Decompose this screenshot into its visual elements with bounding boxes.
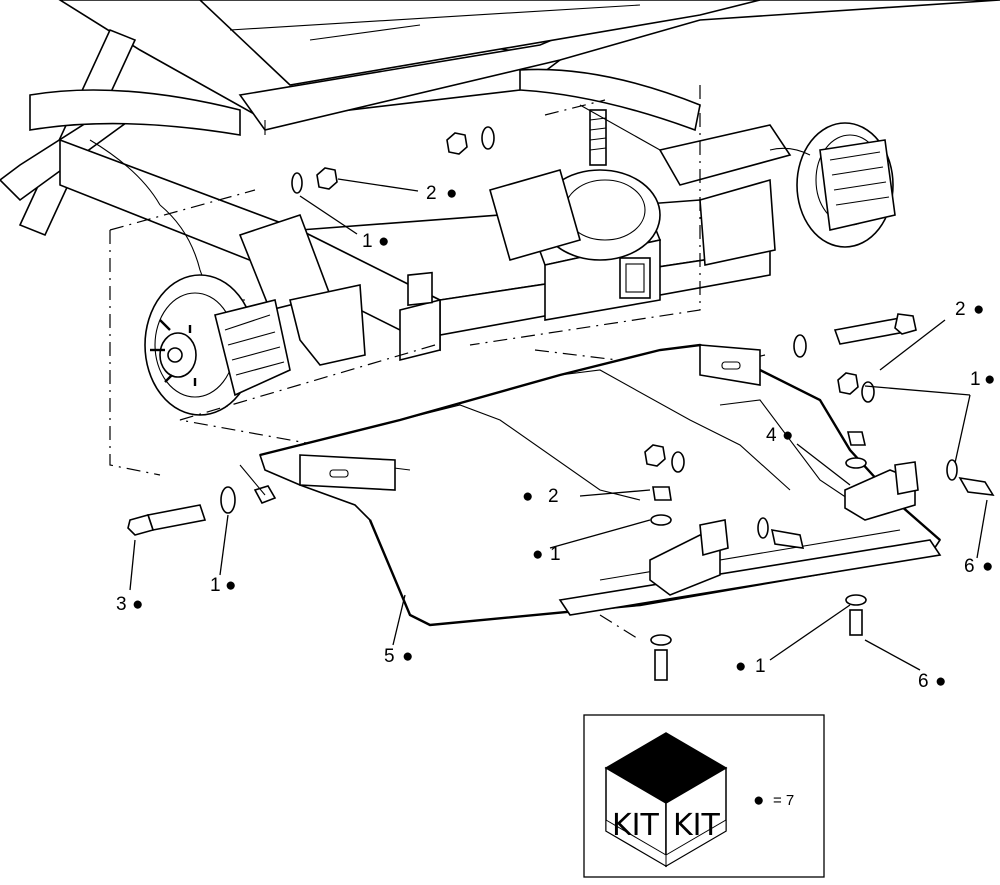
svg-text:5: 5 (384, 646, 395, 667)
callout-1-bottom: ● 1 (735, 656, 766, 677)
svg-text:2: 2 (548, 486, 559, 507)
svg-text:4: 4 (766, 425, 777, 446)
kit-legend-marker: ● (753, 790, 764, 811)
skid-plate (258, 343, 942, 627)
svg-text:1: 1 (210, 575, 221, 596)
svg-text:3: 3 (116, 594, 127, 615)
svg-text:●: ● (935, 671, 946, 692)
svg-text:●: ● (982, 556, 993, 577)
kit-legend-quantity: = 7 (773, 792, 794, 809)
left-brake-hub (144, 274, 366, 416)
svg-text:1: 1 (550, 544, 561, 565)
svg-text:●: ● (973, 299, 984, 320)
svg-text:●: ● (378, 231, 389, 252)
callout-2-center: ● 2 (522, 486, 559, 507)
kit-box-label-left: KIT (612, 808, 660, 843)
svg-text:●: ● (782, 425, 793, 446)
callout-1-upper: 1 ● (362, 231, 389, 252)
svg-text:1: 1 (970, 369, 981, 390)
callouts: 2 ● 1 ● 2 ● 1 ● 4 ● ● 2 ● 1 6 ● (116, 183, 995, 692)
chassis-nut-washer-upper (291, 126, 495, 235)
callout-1-left: 1 ● (210, 575, 236, 596)
mounting-bracket-right (844, 461, 919, 521)
hardware-fasteners (127, 313, 995, 681)
svg-text:6: 6 (964, 556, 975, 577)
svg-text:●: ● (132, 594, 143, 615)
callout-2-upper: 2 ● (426, 183, 457, 204)
svg-text:2: 2 (955, 299, 966, 320)
kit-legend: KIT KIT ● = 7 (583, 714, 825, 878)
svg-text:●: ● (532, 544, 543, 565)
callout-1-center: ● 1 (532, 544, 561, 565)
callout-3: 3 ● (116, 594, 143, 615)
svg-text:1: 1 (362, 231, 373, 252)
mounting-bracket-left (649, 519, 729, 596)
svg-text:●: ● (225, 575, 236, 596)
kit-box-label-right: KIT (673, 808, 721, 843)
callout-4: 4 ● (766, 425, 793, 446)
svg-text:●: ● (402, 646, 413, 667)
leader-lines (129, 319, 988, 671)
svg-text:●: ● (446, 183, 457, 204)
svg-text:●: ● (984, 369, 995, 390)
callout-6-bottom: 6 ● (918, 671, 946, 692)
right-brake-hub (769, 122, 896, 248)
kit-box-icon: KIT KIT (604, 732, 728, 868)
svg-text:●: ● (735, 656, 746, 677)
callout-1-right: 1 ● (970, 369, 995, 390)
svg-text:6: 6 (918, 671, 929, 692)
callout-5: 5 ● (384, 646, 413, 667)
svg-text:1: 1 (755, 656, 766, 677)
svg-text:2: 2 (426, 183, 437, 204)
callout-6-right: 6 ● (964, 556, 993, 577)
callout-2-top-right: 2 ● (955, 299, 984, 320)
svg-text:●: ● (522, 486, 533, 507)
